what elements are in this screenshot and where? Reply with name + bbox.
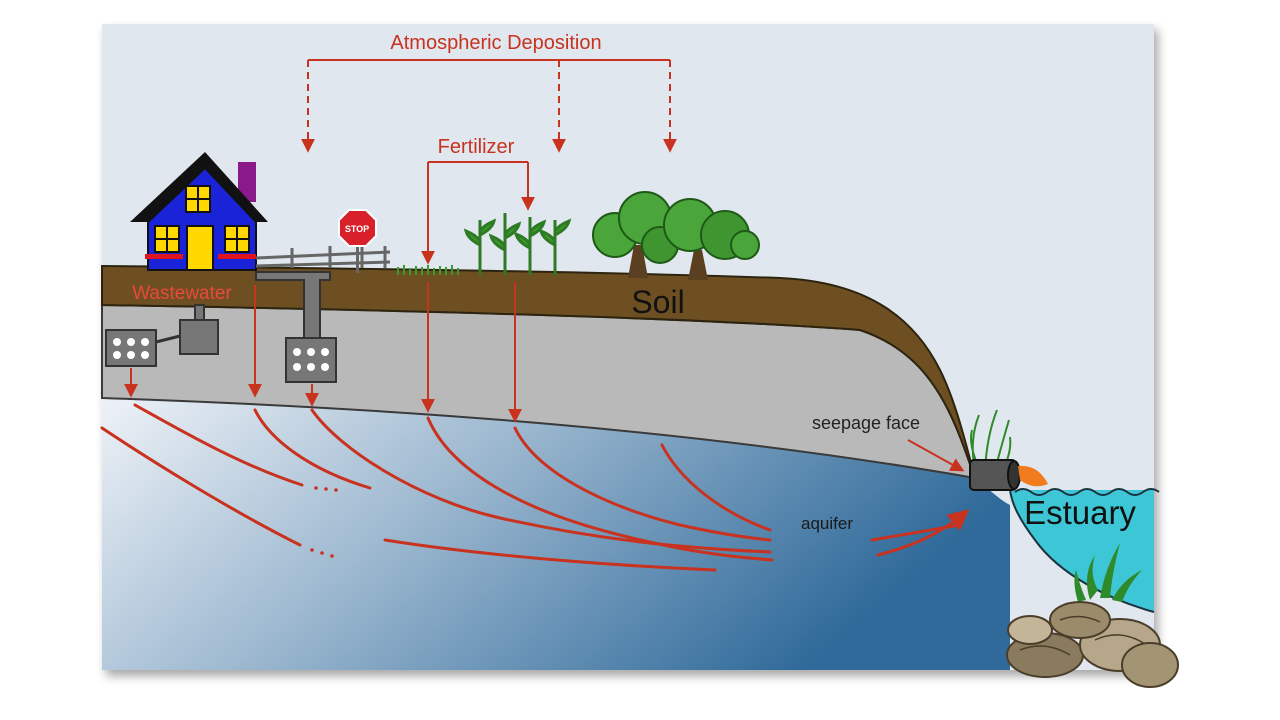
fertilizer-label: Fertilizer: [438, 136, 515, 158]
aquifer-zone: [102, 398, 1010, 670]
soil-layer: [101, 264, 976, 479]
seepage-face-label: seepage face: [812, 413, 920, 433]
outflow-pipe-icon: [969, 409, 1048, 491]
infiltration-arrows: [124, 282, 522, 423]
estuary-water: [1010, 490, 1154, 612]
grass-icon: [397, 265, 459, 275]
corn-icon: [463, 213, 572, 275]
estuary-waves: [1014, 488, 1160, 496]
stop-sign-icon: STOP: [338, 209, 377, 273]
oyster-icon: [1006, 601, 1179, 688]
atmospheric-deposition-arrows: [301, 59, 677, 153]
fence-icon: [255, 244, 391, 268]
seepage-face-arrow: [907, 439, 965, 472]
estuary-label: Estuary: [1024, 494, 1136, 531]
flow-continuation-dots: [310, 486, 338, 558]
atmospheric-deposition-label: Atmospheric Deposition: [390, 32, 601, 54]
tree-icon: [592, 191, 760, 280]
septic-tank-icon: [105, 319, 337, 383]
wastewater-label: Wastewater: [132, 283, 232, 304]
groundwater-flow-lines: [100, 403, 970, 572]
stop-sign-text: STOP: [345, 224, 369, 234]
soil-label: Soil: [631, 284, 684, 320]
house-icon: [130, 152, 268, 271]
aquifer-label: aquifer: [801, 514, 853, 533]
fertilizer-arrows: [421, 161, 535, 265]
seaweed-icon: [1074, 543, 1142, 602]
